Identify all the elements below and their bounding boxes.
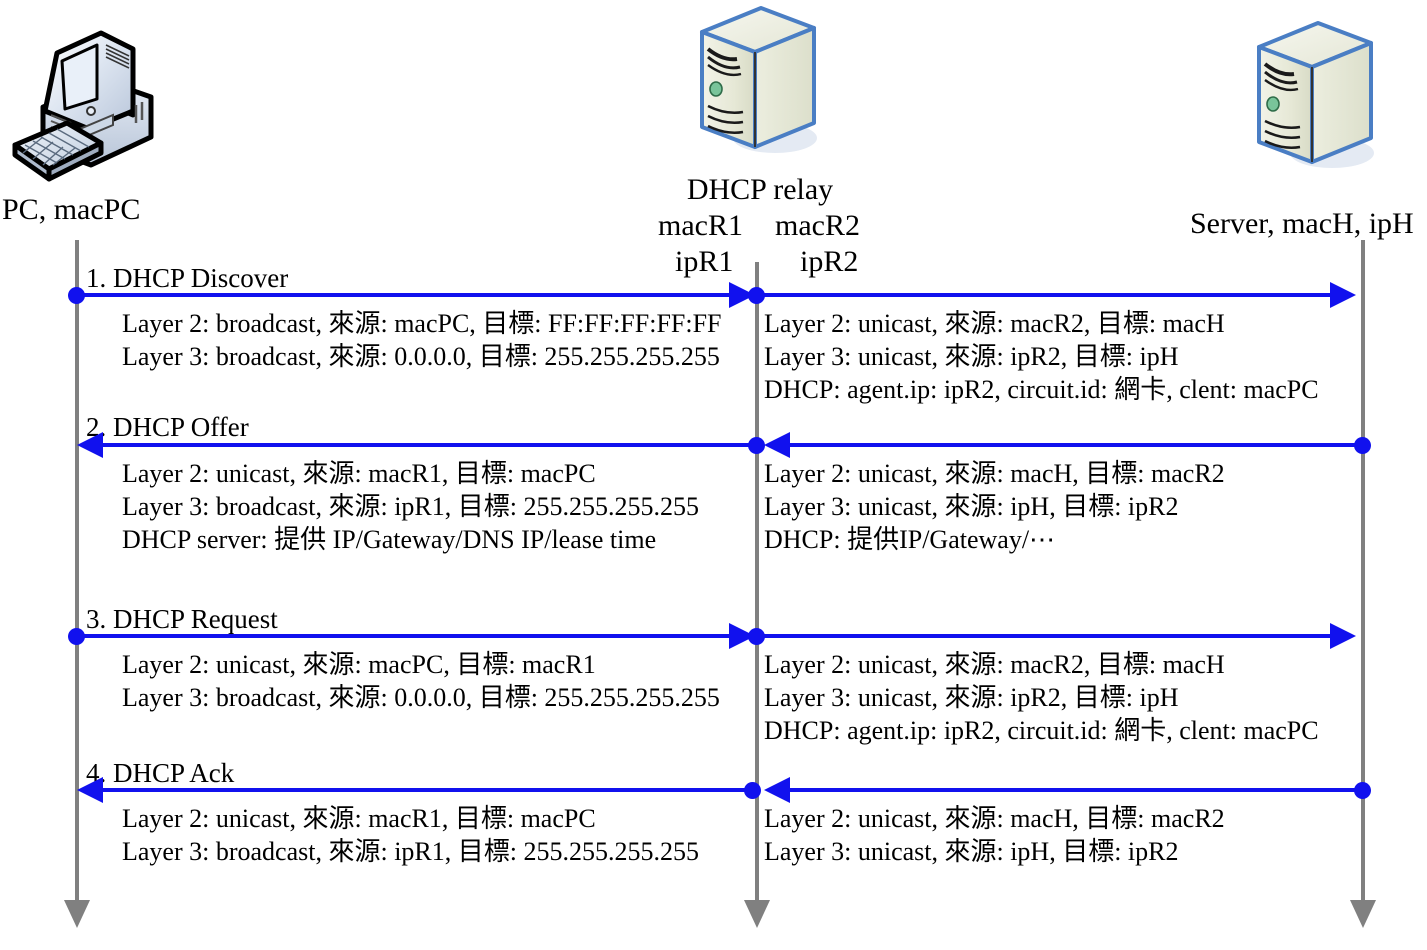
- message-details-offer-left: Layer 2: unicast, 來源: macR1, 目標: macPC L…: [122, 457, 699, 556]
- message-relay-dot-offer: [748, 437, 765, 454]
- detail-line: Layer 3: broadcast, 來源: ipR1, 目標: 255.25…: [122, 492, 699, 521]
- detail-line: Layer 3: broadcast, 來源: 0.0.0.0, 目標: 255…: [122, 683, 720, 712]
- message-arrowhead-request-right: [1330, 623, 1356, 649]
- detail-line: DHCP server: 提供 IP/Gateway/DNS IP/lease …: [122, 525, 657, 554]
- message-line-offer-left: [103, 443, 755, 447]
- message-line-request-left: [77, 634, 735, 638]
- message-line-offer-right: [790, 443, 1365, 447]
- detail-line: Layer 2: unicast, 來源: macR1, 目標: macPC: [122, 804, 596, 833]
- message-origin-dot-request: [68, 628, 85, 645]
- detail-line: Layer 2: broadcast, 來源: macPC, 目標: FF:FF…: [122, 309, 722, 338]
- message-relay-dot-request: [748, 628, 765, 645]
- detail-line: DHCP: 提供IP/Gateway/⋯: [764, 525, 1056, 554]
- lifeline-relay-arrowhead: [744, 900, 770, 928]
- relay-right-mac-label: macR2: [775, 209, 860, 242]
- message-relay-dot-discover: [748, 287, 765, 304]
- message-details-request-left: Layer 2: unicast, 來源: macPC, 目標: macR1 L…: [122, 648, 720, 714]
- server-tower-icon: [1240, 20, 1390, 195]
- lifeline-relay: [755, 262, 759, 905]
- relay-left-mac-label: macR1: [658, 209, 743, 242]
- message-origin-dot-ack: [1354, 782, 1371, 799]
- message-title-request: 3. DHCP Request: [86, 604, 278, 634]
- detail-line: Layer 3: broadcast, 來源: ipR1, 目標: 255.25…: [122, 837, 699, 866]
- detail-line: Layer 3: broadcast, 來源: 0.0.0.0, 目標: 255…: [122, 342, 720, 371]
- message-details-ack-left: Layer 2: unicast, 來源: macR1, 目標: macPC L…: [122, 802, 699, 868]
- message-title-offer: 2. DHCP Offer: [86, 412, 249, 442]
- message-details-offer-right: Layer 2: unicast, 來源: macH, 目標: macR2 La…: [764, 457, 1225, 556]
- message-details-discover-right: Layer 2: unicast, 來源: macR2, 目標: macH La…: [764, 307, 1319, 406]
- message-arrowhead-ack-right: [764, 777, 790, 803]
- detail-line: Layer 3: unicast, 來源: ipR2, 目標: ipH: [764, 683, 1179, 712]
- pc-label: PC, macPC: [2, 193, 141, 226]
- relay-left-ip-label: ipR1: [675, 245, 734, 278]
- detail-line: Layer 2: unicast, 來源: macR1, 目標: macPC: [122, 459, 596, 488]
- message-relay-dot-ack: [744, 782, 761, 799]
- lifeline-server-arrowhead: [1350, 900, 1376, 928]
- message-line-discover-right: [757, 293, 1331, 297]
- detail-line: Layer 2: unicast, 來源: macR2, 目標: macH: [764, 650, 1225, 679]
- detail-line: Layer 2: unicast, 來源: macH, 目標: macR2: [764, 804, 1225, 833]
- message-arrowhead-offer-right: [764, 432, 790, 458]
- detail-line: DHCP: agent.ip: ipR2, circuit.id: 網卡, cl…: [764, 716, 1319, 745]
- message-line-ack-right: [790, 788, 1365, 792]
- relay-label: DHCP relay: [686, 173, 834, 206]
- detail-line: DHCP: agent.ip: ipR2, circuit.id: 網卡, cl…: [764, 375, 1319, 404]
- desktop-computer-icon: [5, 15, 180, 185]
- server-tower-icon: [683, 5, 833, 180]
- lifeline-pc-arrowhead: [64, 900, 90, 928]
- message-title-discover: 1. DHCP Discover: [86, 263, 289, 293]
- message-origin-dot-offer: [1354, 437, 1371, 454]
- detail-line: Layer 3: unicast, 來源: ipH, 目標: ipR2: [764, 492, 1179, 521]
- message-line-ack-left: [103, 788, 755, 792]
- detail-line: Layer 2: unicast, 來源: macPC, 目標: macR1: [122, 650, 596, 679]
- message-arrowhead-offer-left: [77, 432, 103, 458]
- message-details-request-right: Layer 2: unicast, 來源: macR2, 目標: macH La…: [764, 648, 1319, 747]
- lifeline-pc: [75, 240, 79, 905]
- message-arrowhead-discover-right: [1330, 282, 1356, 308]
- message-line-request-right: [757, 634, 1331, 638]
- detail-line: Layer 3: unicast, 來源: ipH, 目標: ipR2: [764, 837, 1179, 866]
- message-title-ack: 4. DHCP Ack: [86, 758, 235, 788]
- lifeline-server: [1361, 240, 1365, 905]
- message-details-discover-left: Layer 2: broadcast, 來源: macPC, 目標: FF:FF…: [122, 307, 722, 373]
- server-label: Server, macH, ipH: [1190, 207, 1414, 240]
- message-arrowhead-ack-left: [77, 777, 103, 803]
- detail-line: Layer 3: unicast, 來源: ipR2, 目標: ipH: [764, 342, 1179, 371]
- message-details-ack-right: Layer 2: unicast, 來源: macH, 目標: macR2 La…: [764, 802, 1225, 868]
- detail-line: Layer 2: unicast, 來源: macR2, 目標: macH: [764, 309, 1225, 338]
- message-origin-dot-discover: [68, 287, 85, 304]
- detail-line: Layer 2: unicast, 來源: macH, 目標: macR2: [764, 459, 1225, 488]
- message-line-discover-left: [77, 293, 735, 297]
- relay-right-ip-label: ipR2: [800, 245, 859, 278]
